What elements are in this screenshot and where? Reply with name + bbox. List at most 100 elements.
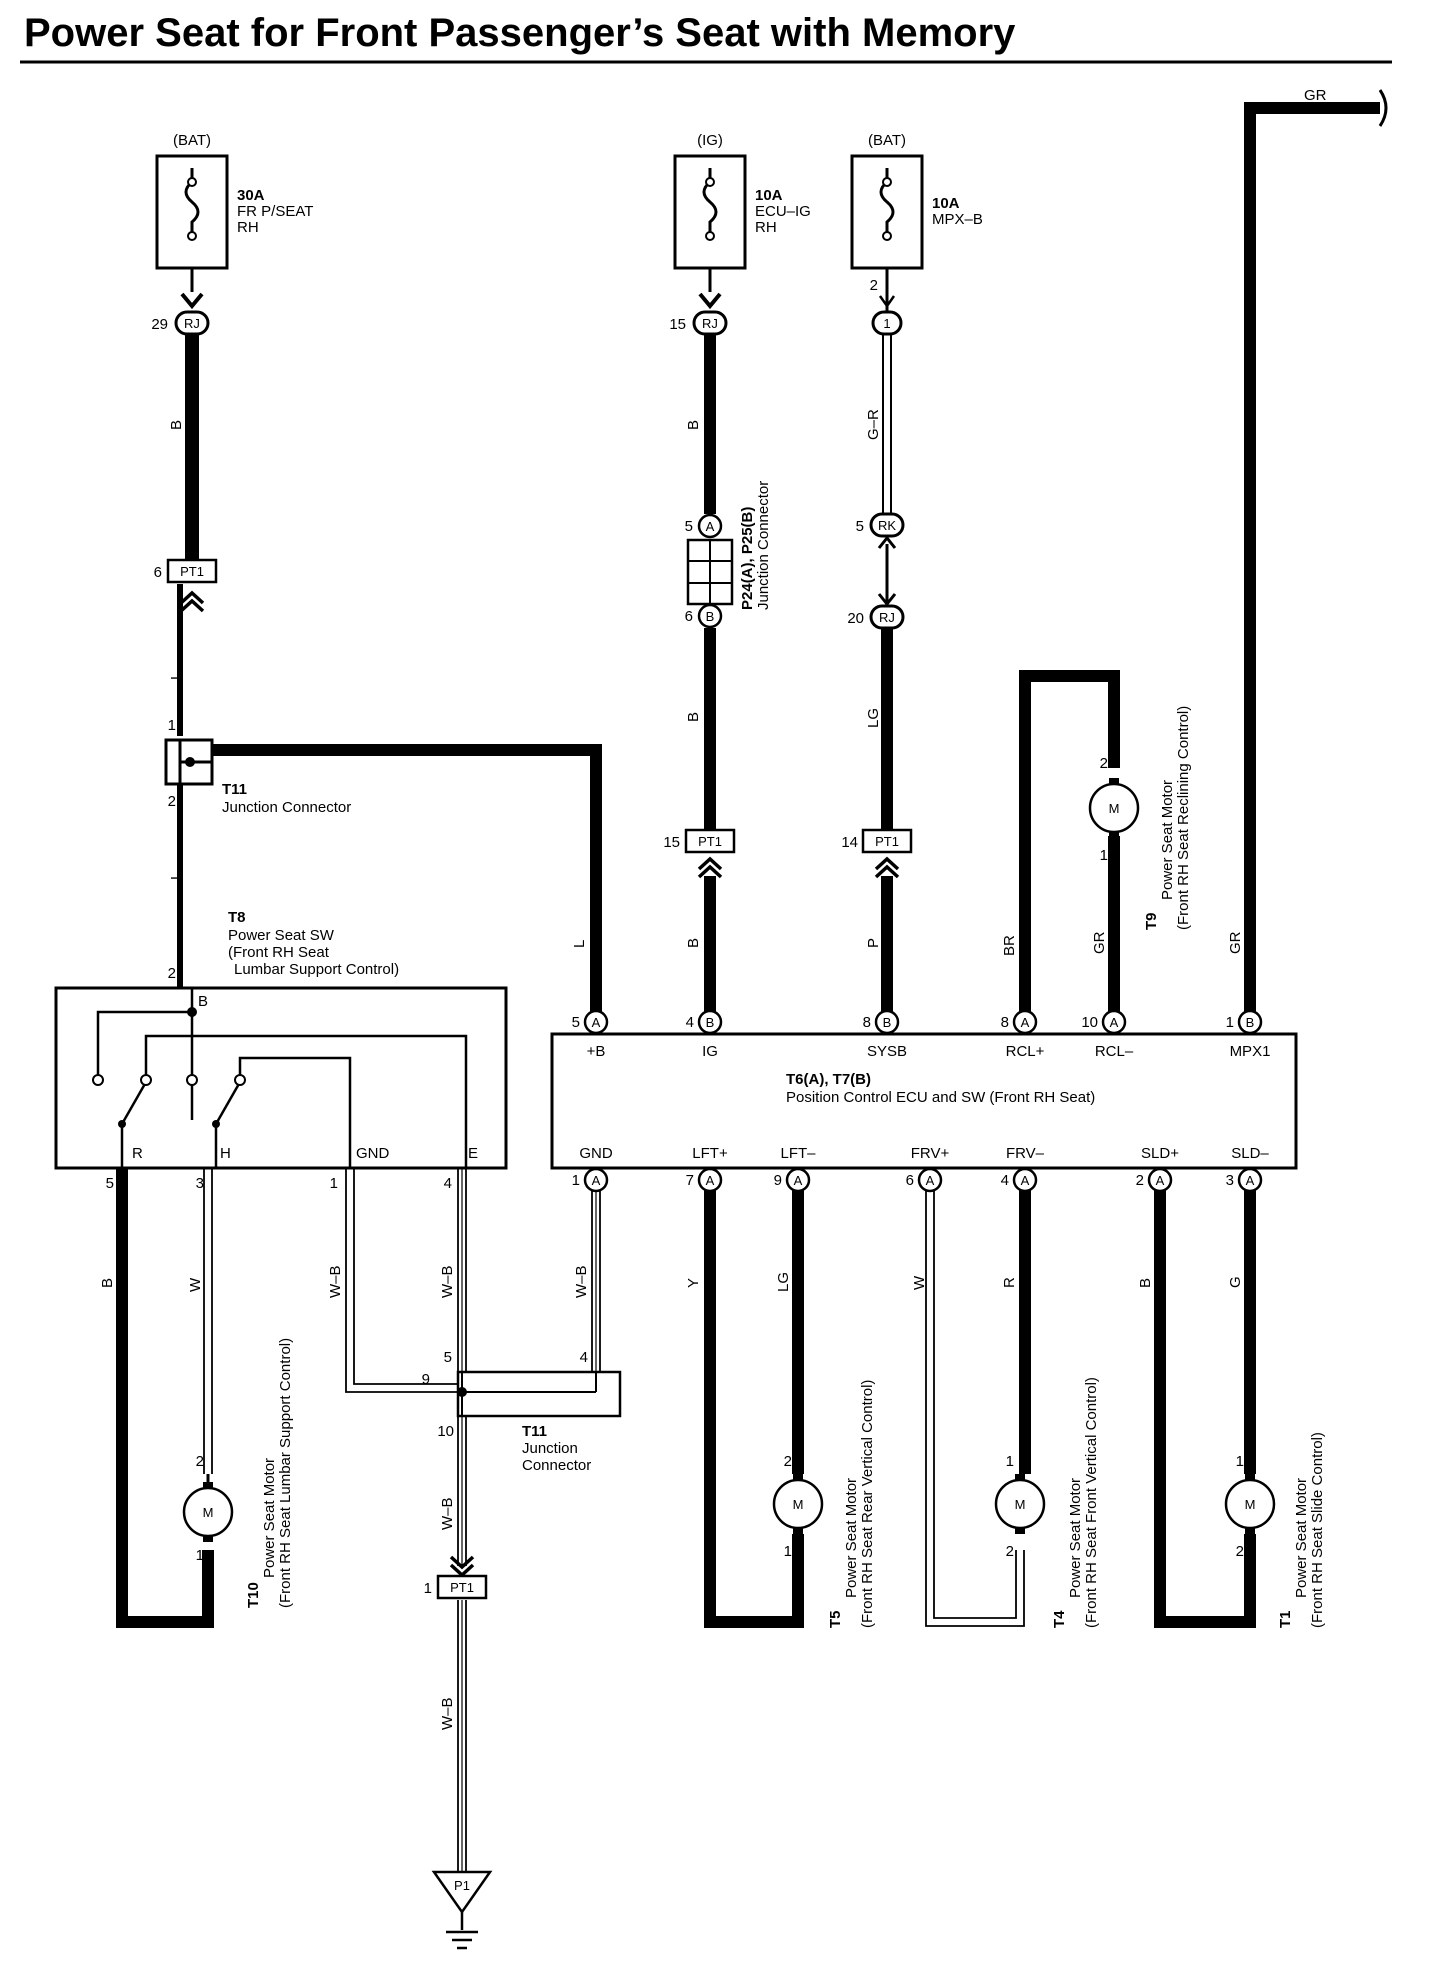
terminal-label: +B: [587, 1043, 606, 1060]
wire-color: GR: [1304, 87, 1327, 104]
junction-t11-lower: 5 4 9 10 T11 Junction Connector: [422, 1349, 622, 1474]
junction-name-2: Connector: [522, 1457, 591, 1474]
wire-color: W–B: [327, 1265, 344, 1298]
pin-letter: A: [592, 1173, 601, 1188]
pin-number: 1: [1100, 847, 1108, 864]
switch-name: Power Seat SW: [228, 927, 335, 944]
pin-number: 4: [1001, 1172, 1009, 1189]
pin-number: 3: [1226, 1172, 1234, 1189]
pin-number: 3: [196, 1175, 204, 1192]
wire-color: GR: [1227, 931, 1244, 954]
pin-number: 1: [572, 1172, 580, 1189]
motor-name: Power Seat Motor: [1293, 1478, 1310, 1598]
terminal-label: SLD+: [1141, 1145, 1179, 1162]
wire-color: W–B: [439, 1697, 456, 1730]
pin-letter: A: [794, 1173, 803, 1188]
terminal-label: E: [468, 1145, 478, 1162]
motor-id: T1: [1277, 1610, 1294, 1628]
pin-number: 5: [685, 518, 693, 535]
connector-label: RJ: [879, 610, 895, 625]
pin-number: 15: [669, 316, 686, 333]
pin-number: 1: [424, 1580, 432, 1597]
connector-label: 1: [883, 316, 890, 331]
pin-number: 6: [906, 1172, 914, 1189]
pin-number: 1: [196, 1547, 204, 1564]
junction-name: Junction Connector: [755, 481, 772, 610]
fuse-rating: 30A: [237, 187, 265, 204]
wire-color: GR: [1091, 931, 1108, 954]
motor-desc: (Front RH Seat Reclining Control): [1175, 706, 1192, 930]
pin-number: 2: [1236, 1543, 1244, 1560]
pin-letter: B: [706, 609, 715, 624]
motor-t4: M 1 2 T4 Power Seat Motor (Front RH Seat…: [994, 1377, 1100, 1628]
pin-number: 1: [784, 1543, 792, 1560]
wire-color: W: [187, 1277, 204, 1292]
connector-pt1-6: PT1 6: [154, 558, 218, 613]
connector-label: RK: [878, 518, 896, 533]
terminal-label: IG: [702, 1043, 718, 1060]
junction-label: P24(A), P25(B): [739, 507, 756, 610]
arrow-into-rj: [180, 292, 896, 310]
wire-color: W–B: [573, 1265, 590, 1298]
pin-number: 1: [1236, 1453, 1244, 1470]
wire-color: B: [685, 420, 702, 430]
pin-number: 5: [572, 1014, 580, 1031]
fuse-source: (IG): [697, 132, 723, 149]
connector-label: PT1: [180, 564, 204, 579]
connector-mpx-1: 2 1: [870, 277, 903, 336]
motor-id: T9: [1143, 912, 1160, 930]
switch-name-3: Lumbar Support Control): [234, 961, 399, 978]
fuse-name-2: RH: [237, 219, 259, 236]
pin-number: 6: [685, 608, 693, 625]
connector-rj-15: RJ 15: [669, 310, 728, 336]
fuse-mpx-b: (BAT) 10A MPX–B: [850, 132, 983, 270]
ecu-top-pins: A 5 B 4 B 8 A 8 A 10 B 1: [572, 1009, 1263, 1035]
motor-id: T10: [245, 1582, 262, 1608]
ground-p1: P1: [431, 1870, 493, 1915]
connector-label: PT1: [875, 834, 899, 849]
pin-number: 2: [168, 965, 176, 982]
pin-number: 9: [774, 1172, 782, 1189]
fuse-rating: 10A: [932, 195, 960, 212]
pin-letter: B: [1246, 1015, 1255, 1030]
terminal-label: MPX1: [1230, 1043, 1271, 1060]
wire-color: B: [99, 1278, 116, 1288]
terminal-label: B: [198, 993, 208, 1010]
connector-label: PT1: [698, 834, 722, 849]
terminal-label: FRV–: [1006, 1145, 1045, 1162]
motor-t5: M 2 1 T5 Power Seat Motor (Front RH Seat…: [772, 1380, 876, 1628]
pin-number: 7: [686, 1172, 694, 1189]
motor-id: T5: [827, 1610, 844, 1628]
pin-number: 1: [168, 717, 176, 734]
terminal-label: H: [220, 1145, 231, 1162]
pin-number: 10: [437, 1423, 454, 1440]
ecu-name: Position Control ECU and SW (Front RH Se…: [786, 1089, 1095, 1106]
wire-color: L: [168, 872, 185, 880]
pin-number: 5: [444, 1349, 452, 1366]
junction-id: T11: [222, 781, 247, 798]
motor-t10: M 2 1 T10 Power Seat Motor (Front RH Sea…: [182, 1338, 294, 1608]
pin-number: 6: [154, 564, 162, 581]
terminal-label: LFT+: [692, 1145, 728, 1162]
wire-color: L: [168, 672, 185, 680]
motor-desc: (Front RH Seat Rear Vertical Control): [859, 1380, 876, 1628]
motor-name: Power Seat Motor: [843, 1478, 860, 1598]
fuse-source: (BAT): [173, 132, 211, 149]
fuse-name: MPX–B: [932, 211, 983, 228]
connector-rj-20: RJ 20: [847, 604, 905, 630]
ecu-id: T6(A), T7(B): [786, 1071, 871, 1088]
motor-desc: (Front RH Seat Front Vertical Control): [1083, 1377, 1100, 1628]
diagram-title: Power Seat for Front Passenger’s Seat wi…: [24, 11, 1016, 55]
pin-number: 5: [106, 1175, 114, 1192]
terminal-label: GND: [579, 1145, 613, 1162]
wire-color: W: [911, 1275, 928, 1290]
junction-name: Junction: [522, 1440, 578, 1457]
pin-number: 2: [1136, 1172, 1144, 1189]
connector-pt1-1: PT1 1: [424, 1555, 488, 1600]
pin-number: 9: [422, 1371, 430, 1388]
junction-t11-upper: 1 2 3 T11 Junction Connector: [164, 717, 351, 816]
wire-color: G–R: [865, 409, 882, 440]
motor-desc: (Front RH Seat Lumbar Support Control): [277, 1338, 294, 1608]
wire-color: W–B: [439, 1497, 456, 1530]
